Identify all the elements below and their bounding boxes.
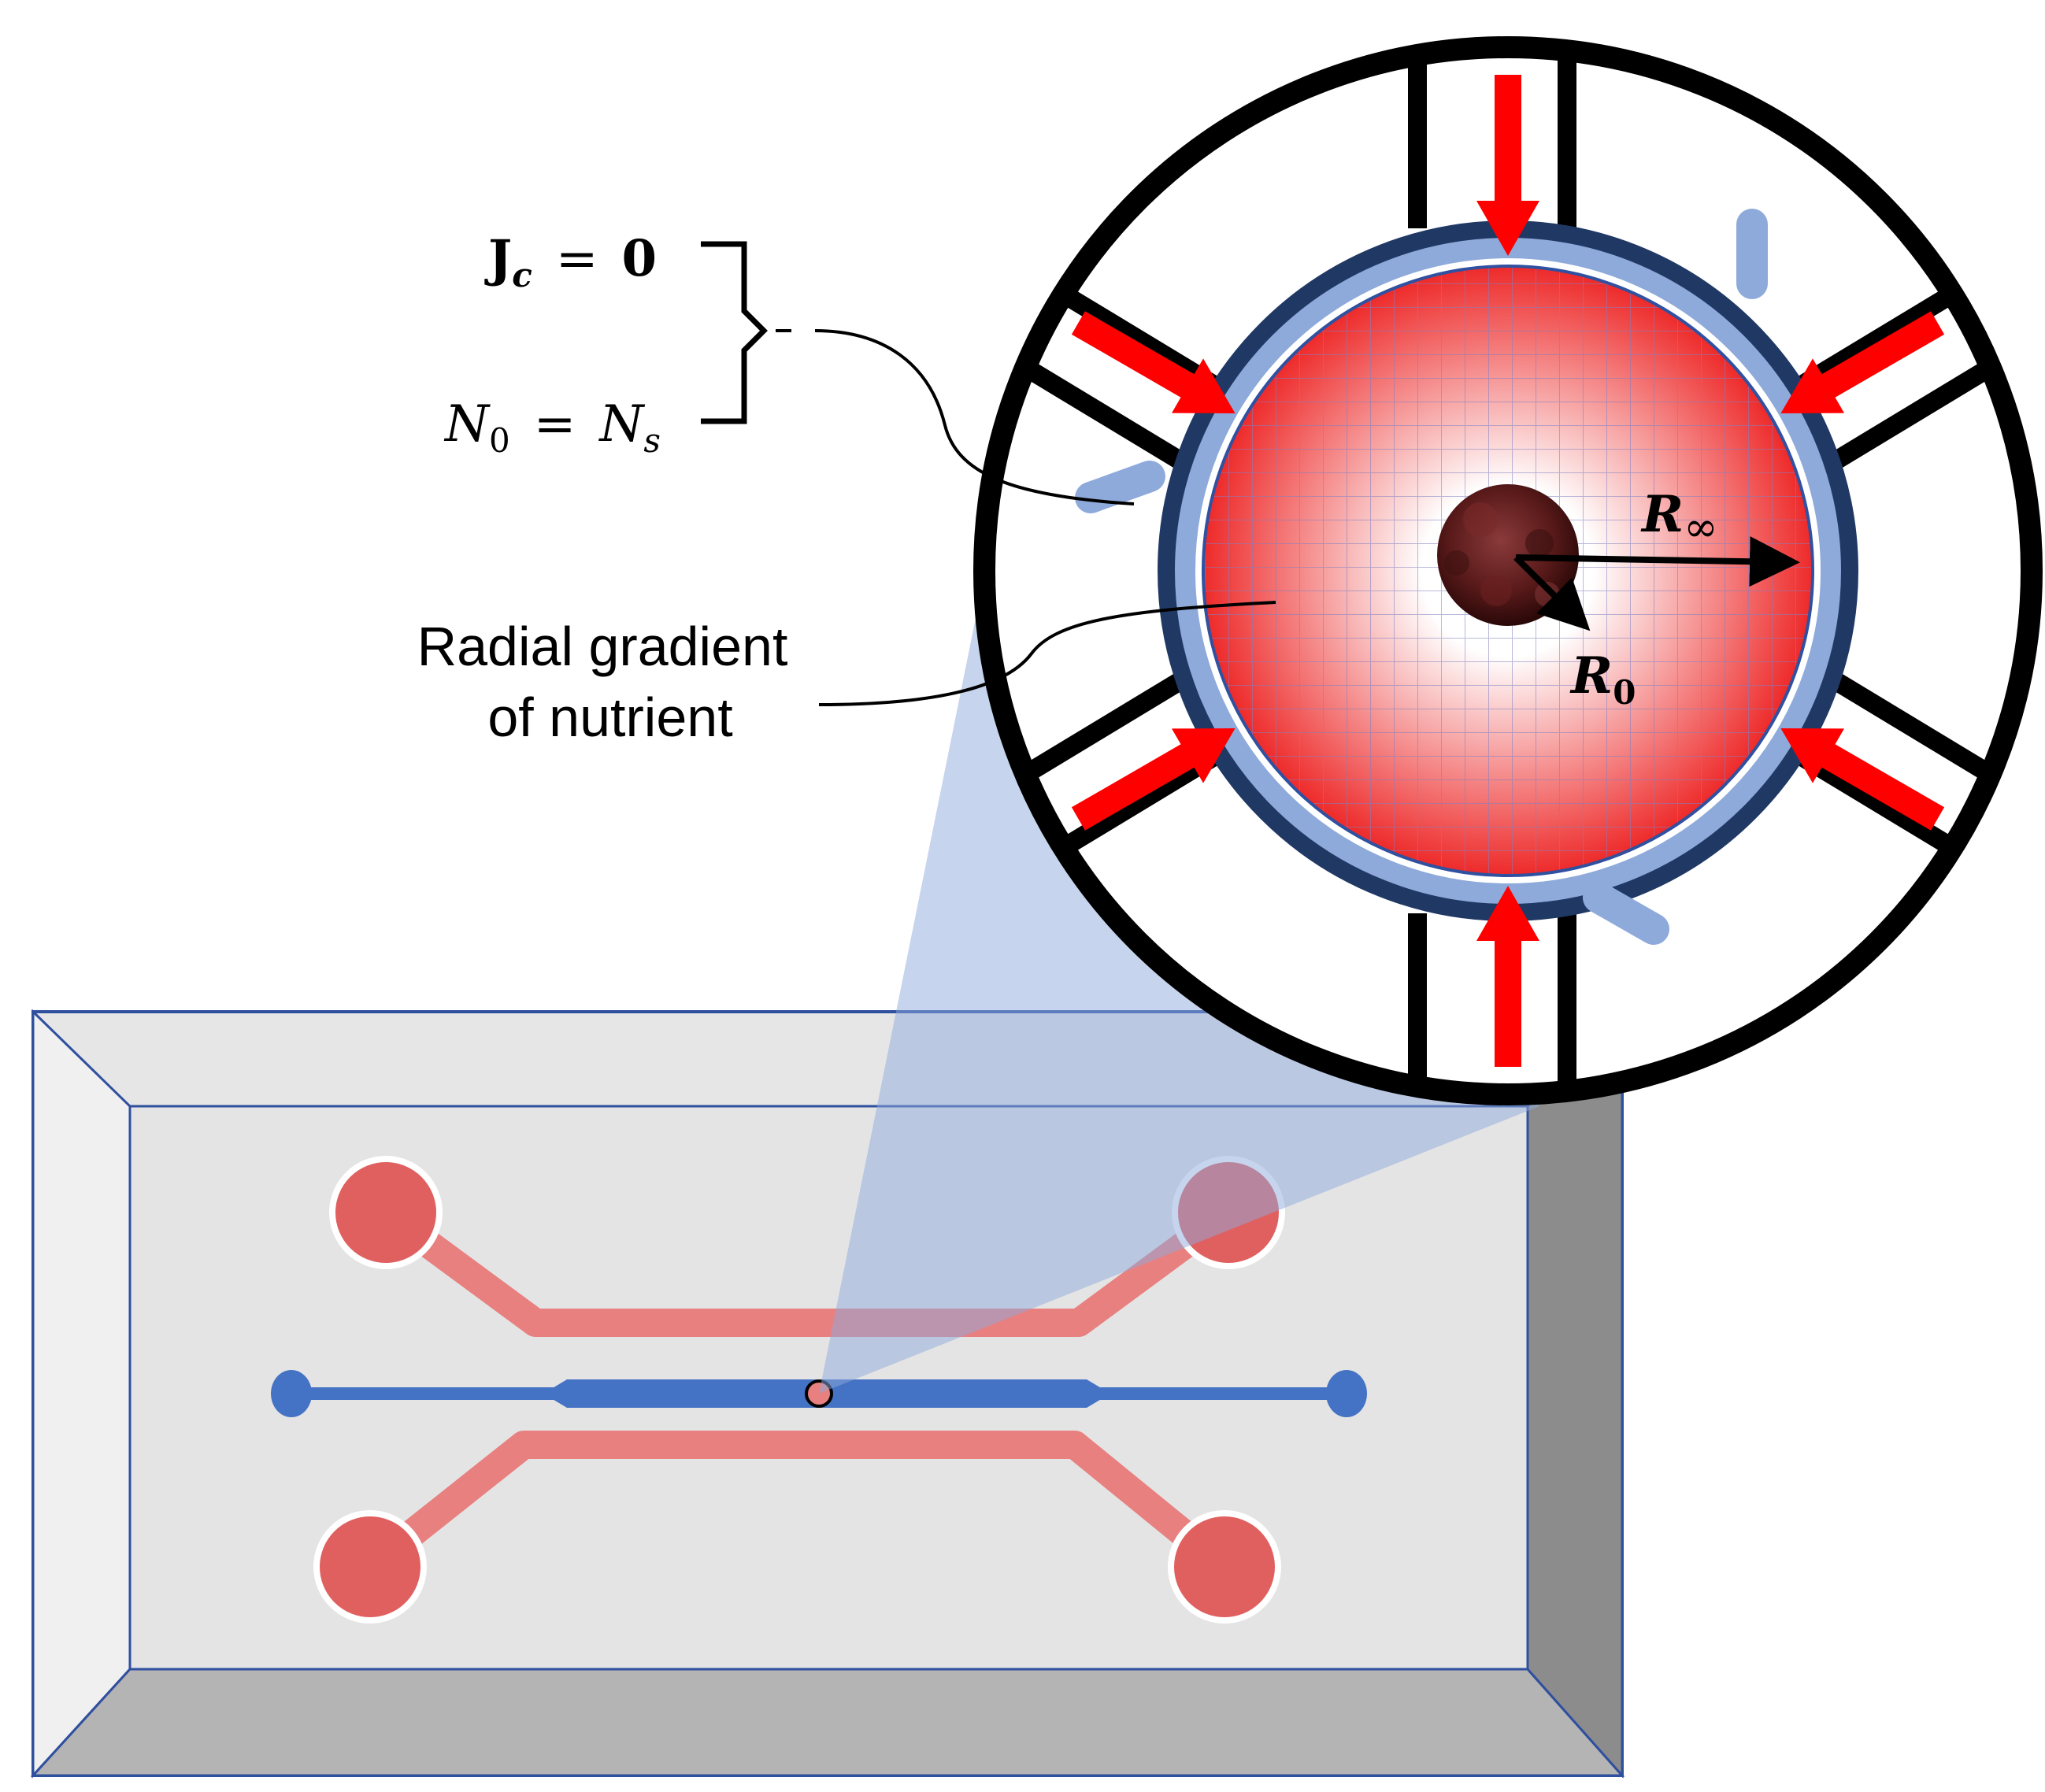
gradient-label-line1: Radial gradient <box>417 616 788 677</box>
equation-brace <box>701 241 768 424</box>
r-infinity-arrow <box>1515 536 1800 587</box>
magnified-view <box>973 36 2043 1105</box>
flow-outlet-tab-bottom <box>1583 882 1669 945</box>
red-port-top-left <box>329 1156 443 1269</box>
culture-well-border <box>1202 265 1814 877</box>
chip-right-bevel <box>1526 1009 1624 1779</box>
chip-left-bevel <box>31 1009 132 1779</box>
chip-bottom-bevel <box>30 1668 1625 1777</box>
flux-equation: Jc=0 <box>484 229 657 294</box>
red-arrow-lower-left <box>1071 728 1236 831</box>
gradient-leader-line <box>818 601 1276 706</box>
lower-red-channel <box>361 1431 1234 1579</box>
red-port-bottom-left <box>313 1510 427 1624</box>
red-port-bottom-right <box>1168 1510 1281 1624</box>
red-arrow-top <box>1476 75 1539 256</box>
flow-inlet-tab-left <box>1075 461 1165 513</box>
r-infinity-label: R∞ <box>1640 485 1718 551</box>
bc-leader-line <box>776 329 1135 505</box>
red-arrow-upper-left <box>1071 311 1236 413</box>
r-zero-arrow <box>1513 555 1591 631</box>
red-arrow-lower-right <box>1780 728 1945 831</box>
red-arrow-upper-right <box>1780 311 1945 413</box>
r-zero-label: R0 <box>1569 646 1636 712</box>
boundary-conditions: Jc=0 N0=Ns <box>443 229 1135 505</box>
magnification-cone <box>819 614 1539 1394</box>
blue-port-left <box>271 1370 312 1417</box>
blue-port-right <box>1326 1370 1367 1417</box>
upper-red-channel <box>377 1201 1237 1337</box>
red-arrow-bottom <box>1476 886 1539 1067</box>
nutrient-inflow-arrows <box>1071 75 1945 1067</box>
gradient-label-group: Radial gradient of nutrient <box>417 601 1276 748</box>
nutrient-equation: N0=Ns <box>443 395 661 460</box>
gradient-label-line2: of nutrient <box>487 687 732 748</box>
